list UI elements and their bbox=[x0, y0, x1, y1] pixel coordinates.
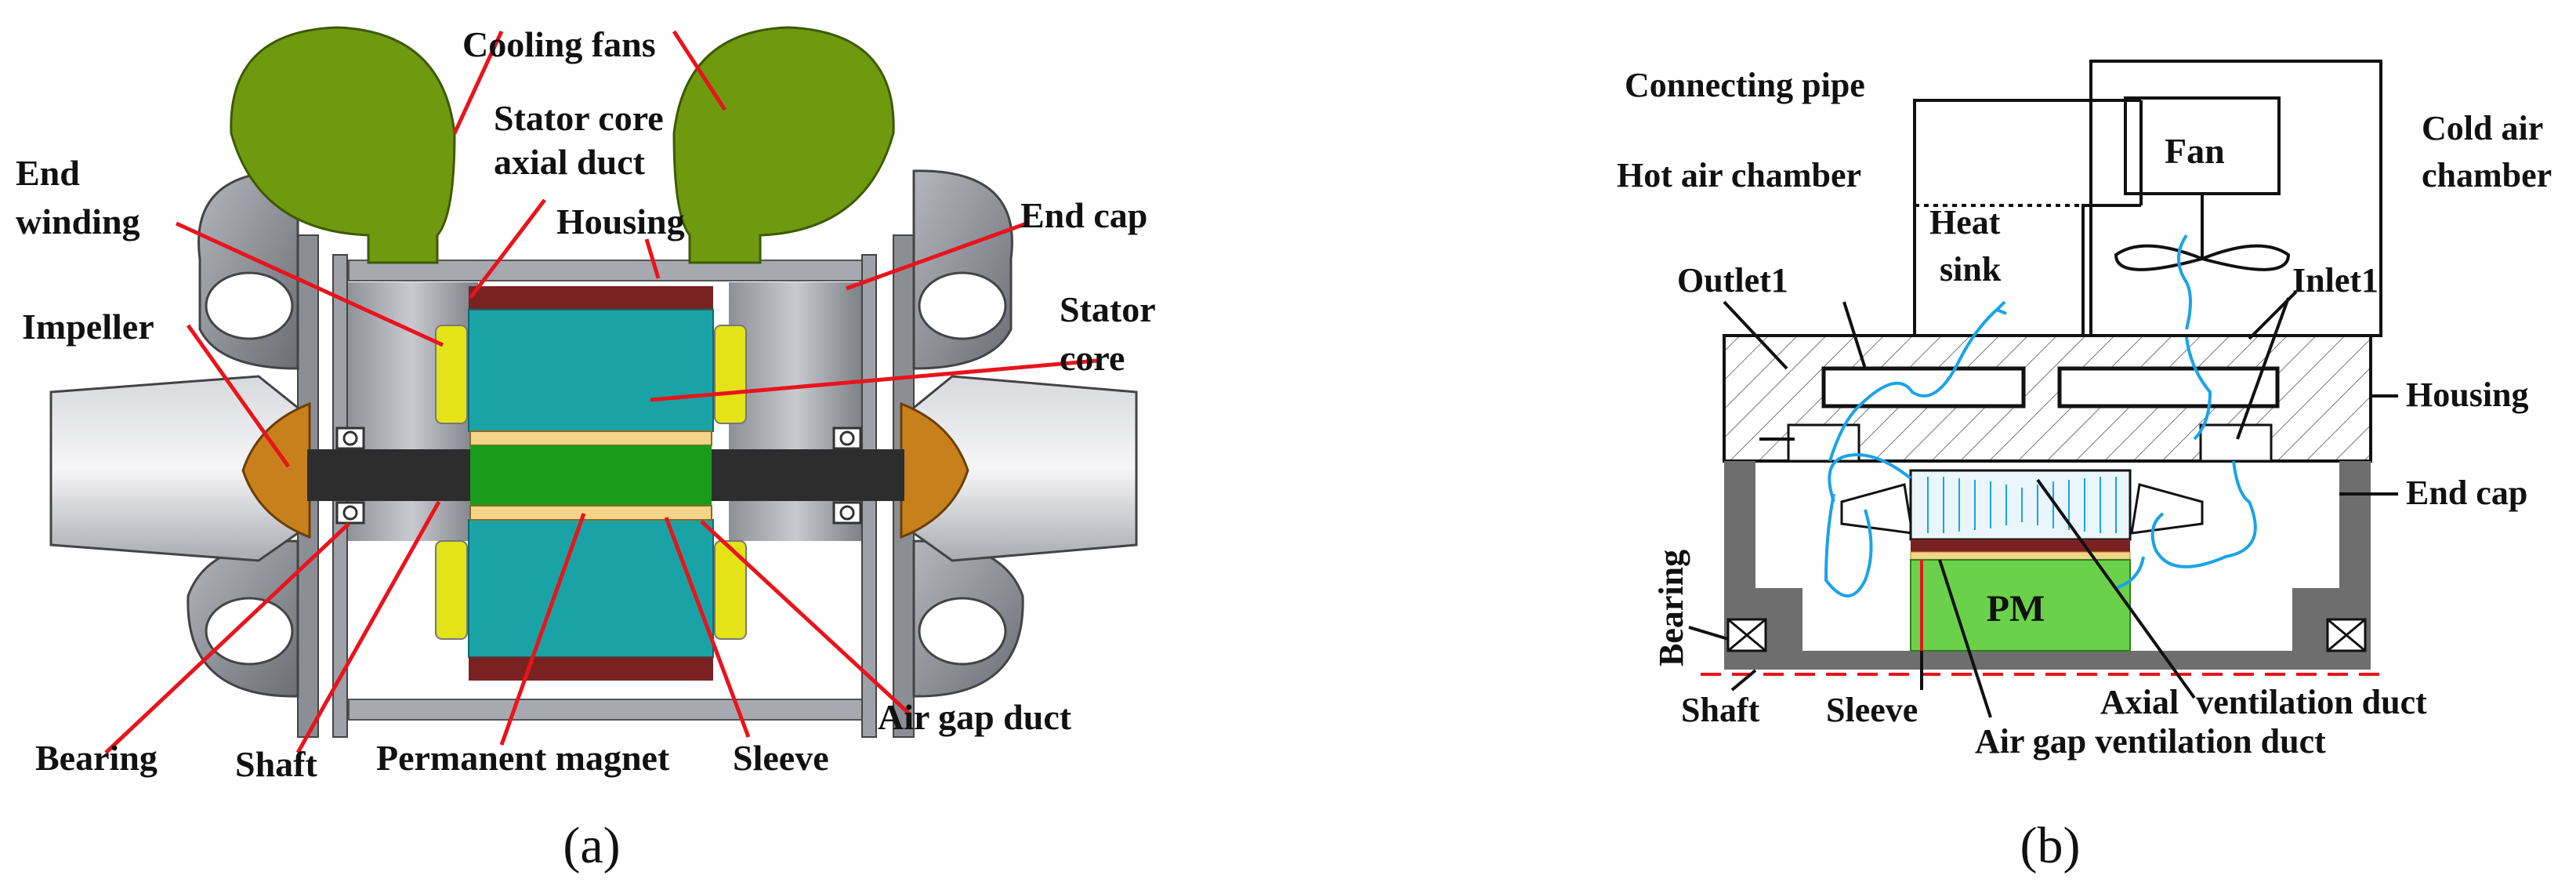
label-stator-core-axial-duct: Stator core bbox=[494, 98, 664, 138]
right-impeller bbox=[900, 401, 969, 539]
label-bearing: Bearing bbox=[35, 738, 158, 778]
fan-blade-icon bbox=[2114, 244, 2291, 271]
caption-a: (a) bbox=[563, 817, 620, 874]
label-cold-air-chamber-line2: chamber bbox=[2422, 156, 2552, 194]
label-hot-air-chamber: Hot air chamber bbox=[1617, 156, 1861, 194]
label-stator-core: Stator bbox=[1060, 289, 1156, 329]
left-cooling-fan bbox=[230, 26, 456, 264]
left-volute bbox=[187, 169, 299, 698]
pm-block bbox=[1910, 559, 2131, 652]
cold-air-chamber bbox=[2057, 366, 2280, 409]
label-heat-sink: Heat bbox=[1929, 203, 2001, 241]
label-end-winding-line2: winding bbox=[16, 202, 140, 241]
rotor bbox=[469, 430, 712, 521]
label-connecting-pipe: Connecting pipe bbox=[1625, 66, 1865, 104]
axial-duct-slots bbox=[1927, 477, 2117, 533]
bearings bbox=[335, 427, 862, 525]
stator-end-winding-right bbox=[2130, 483, 2204, 535]
label-housing-b: Housing bbox=[2406, 376, 2529, 414]
label-pm: PM bbox=[1987, 588, 2045, 630]
label-axial-ventilation-duct: Axial ventilation duct bbox=[2100, 683, 2427, 721]
label-stator-core-line2: core bbox=[1060, 338, 1125, 378]
caption-b: (b) bbox=[2020, 817, 2081, 874]
label-housing: Housing bbox=[556, 202, 685, 241]
air-gap-band bbox=[1911, 539, 2130, 552]
connecting-pipe bbox=[1913, 99, 2141, 336]
stator-core bbox=[468, 286, 714, 681]
stator-end-winding-left bbox=[1840, 483, 1914, 535]
inlet1 bbox=[2199, 423, 2273, 463]
label-sleeve-b: Sleeve bbox=[1826, 691, 1918, 729]
label-air-gap-duct: Air gap duct bbox=[878, 697, 1072, 737]
panel-a-cross-section: Cooling fans Stator core axial duct End … bbox=[16, 24, 1156, 874]
label-impeller: Impeller bbox=[22, 307, 154, 347]
label-permanent-magnet: Permanent magnet bbox=[376, 738, 670, 778]
label-end-cap: End cap bbox=[1020, 195, 1147, 235]
label-cooling-fans: Cooling fans bbox=[462, 24, 656, 64]
label-fan: Fan bbox=[2165, 131, 2225, 171]
label-inlet1: Inlet1 bbox=[2292, 261, 2379, 300]
label-bearing-b: Bearing bbox=[1652, 550, 1690, 666]
label-end-winding: End bbox=[16, 153, 80, 193]
label-heat-sink-line2: sink bbox=[1940, 250, 2002, 289]
airflow-paths bbox=[1824, 234, 2257, 597]
sleeve-band bbox=[1910, 551, 2131, 561]
end-windings bbox=[435, 325, 747, 640]
left-impeller bbox=[241, 401, 311, 539]
panel-a-leader-lines bbox=[104, 30, 1098, 754]
shaft-body bbox=[1724, 651, 2371, 670]
left-end-cap bbox=[1724, 461, 1802, 655]
right-inlet-pipe bbox=[912, 375, 1138, 562]
label-shaft-b: Shaft bbox=[1681, 691, 1760, 729]
label-end-cap-b: End cap bbox=[2406, 474, 2527, 512]
right-end-cap bbox=[2292, 461, 2371, 655]
label-cold-air-chamber: Cold air bbox=[2422, 109, 2543, 147]
panel-b-labels: Connecting pipe Fan Cold air chamber Hot… bbox=[1617, 66, 2552, 761]
right-volute bbox=[912, 169, 1024, 698]
panel-b-schematic: Connecting pipe Fan Cold air chamber Hot… bbox=[1617, 60, 2552, 874]
right-cooling-fan bbox=[672, 26, 895, 264]
label-stator-core-axial-duct-line2: axial duct bbox=[494, 142, 646, 182]
label-sleeve: Sleeve bbox=[733, 738, 829, 778]
bearing-icons bbox=[1726, 618, 2367, 652]
label-air-gap-ventilation-duct: Air gap ventilation duct bbox=[1975, 722, 2326, 761]
hot-air-chamber bbox=[1821, 366, 2026, 409]
label-outlet1: Outlet1 bbox=[1677, 261, 1788, 300]
panel-a-labels: Cooling fans Stator core axial duct End … bbox=[16, 24, 1156, 784]
panel-b-leader-lines bbox=[1688, 290, 2398, 718]
label-shaft: Shaft bbox=[235, 744, 317, 784]
